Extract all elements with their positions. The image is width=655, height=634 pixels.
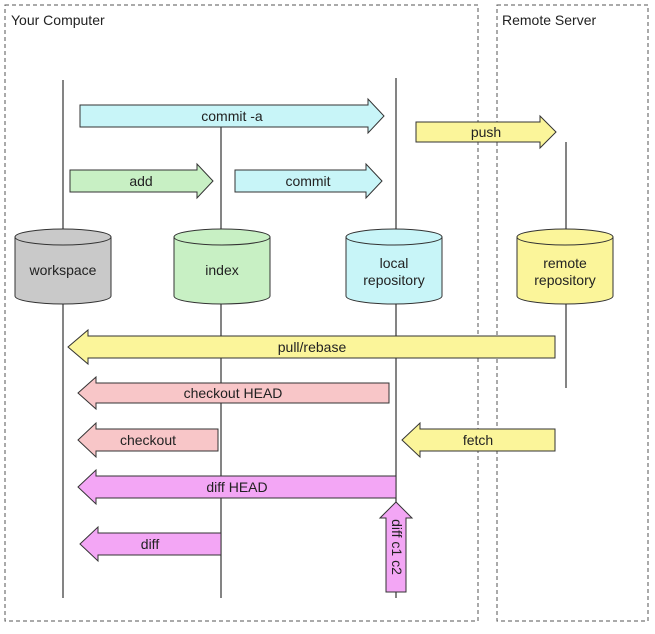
push-label: push — [471, 124, 501, 140]
remote-server-label: Remote Server — [502, 12, 596, 28]
remote-server-zone — [496, 4, 649, 622]
commit-label: commit — [285, 173, 330, 189]
commit-a-label: commit -a — [201, 108, 263, 124]
index-cylinder-body — [173, 236, 271, 305]
remote-repository-cylinder-top — [516, 228, 614, 246]
pull-rebase-arrow — [67, 328, 556, 366]
workspace-cylinder-top — [14, 228, 112, 246]
add-arrow — [69, 162, 214, 200]
checkout-label: checkout — [120, 432, 176, 448]
checkout-arrow — [77, 421, 219, 459]
index-cylinder-top — [173, 228, 271, 246]
fetch-arrow — [401, 421, 556, 459]
command-arrows: commit -a push add commit pull/rebase checkou… — [67, 97, 557, 593]
diff-label: diff — [141, 536, 160, 552]
workspace-label: workspace — [29, 262, 97, 278]
pull-rebase-label: pull/rebase — [278, 339, 347, 355]
fetch-label: fetch — [463, 432, 493, 448]
local-repository-cylinder-top — [345, 228, 443, 246]
push-arrow — [415, 114, 557, 150]
remote-repository-label: remote — [543, 255, 587, 271]
diff-arrow — [79, 525, 222, 563]
diff-c1-c2-arrow — [378, 501, 414, 593]
commit-a-arrow — [79, 97, 385, 135]
diff-head-arrow — [77, 468, 397, 506]
index-cylinder: index — [173, 228, 271, 305]
local-repository-cylinder-body — [345, 236, 443, 305]
diff-c1-c2-label: diff c1 c2 — [389, 519, 405, 575]
workspace-cylinder: workspace — [14, 228, 112, 305]
checkout-head-arrow — [77, 375, 390, 411]
commit-arrow — [234, 162, 383, 200]
remote-repository-label: repository — [534, 272, 595, 288]
add-label: add — [129, 173, 152, 189]
local-repository-label: repository — [363, 272, 424, 288]
workspace-cylinder-body — [14, 236, 112, 305]
remote-repository-cylinder-body — [516, 236, 614, 305]
diff-head-label: diff HEAD — [206, 479, 267, 495]
your-computer-zone — [4, 4, 479, 622]
index-label: index — [205, 262, 238, 278]
checkout-head-label: checkout HEAD — [184, 385, 283, 401]
local-repository-label: local — [380, 255, 409, 271]
your-computer-label: Your Computer — [11, 12, 105, 28]
